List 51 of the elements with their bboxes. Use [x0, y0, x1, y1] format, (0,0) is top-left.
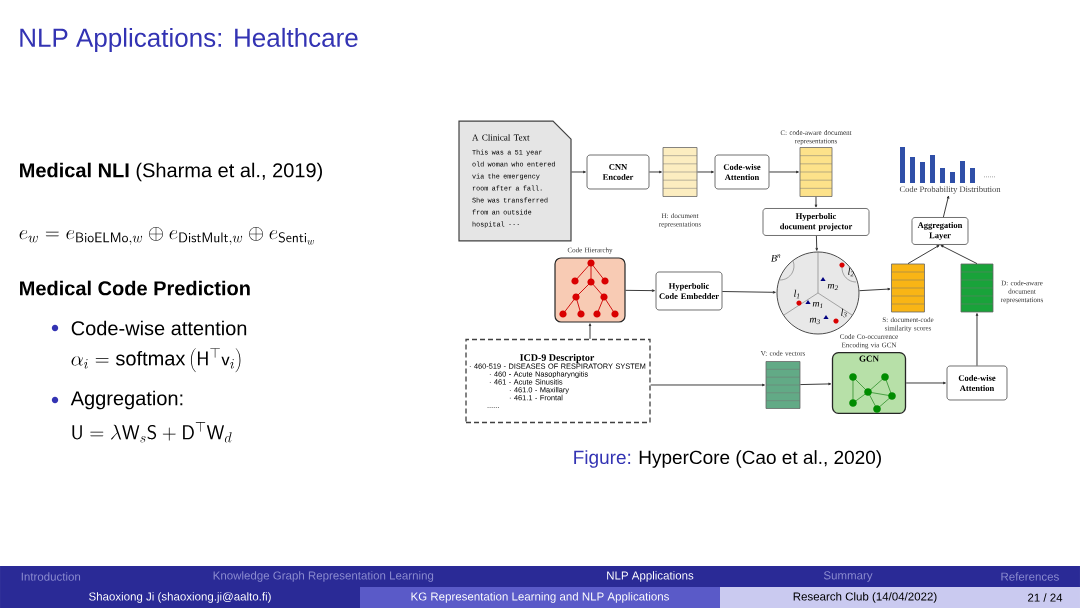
arrow [648, 170, 662, 174]
matrix-block [960, 263, 994, 313]
nav-item: Introduction [21, 572, 81, 581]
arrow [588, 323, 592, 340]
matrix-block [891, 263, 925, 313]
heading-text: Medical Code Prediction [20, 280, 250, 296]
bullet-text: Code-wise attention [71, 320, 247, 336]
formula: $\mathsf{U} = \lambda \mathsf{W}_s \mathsf{S} + \mathsf{D}^{\top} \mathsf{W}_d$ [72, 422, 232, 443]
heading-text: Medical NLI (Sharma et al., 2019) [20, 162, 322, 182]
footer-cell: 21 / 24 [1010, 587, 1080, 608]
poincare-ball: B$^{n}$ l$_{2}$ m$_{2}$ l$_{1}$ m$_{1}$ l$_{3}$ m$_{3}$ [771, 251, 860, 335]
arrow [858, 287, 891, 292]
arrow [799, 382, 832, 386]
embedder-box: Hyperbolic Code Embedder [655, 271, 723, 311]
nav-item: Knowledge Graph Representation Learning [213, 571, 434, 582]
arrow [907, 245, 940, 265]
figure-caption: HyperCore (Cao et al., 2020) [639, 450, 881, 468]
attention-box: Code-wise Attention [714, 154, 770, 190]
arrow [975, 313, 979, 367]
matrix-block [765, 361, 801, 409]
arrow [625, 289, 655, 292]
slide-title: NLP Applications: Healthcare [20, 27, 358, 53]
figure-label: Figure: [574, 450, 631, 468]
arrow [940, 245, 978, 265]
arrow [942, 195, 950, 218]
matrix-block [799, 147, 833, 197]
arrow [721, 291, 776, 294]
matrix-block [662, 147, 698, 197]
footer-cell: KG Representation Learning and NLP Applications [360, 587, 720, 608]
formula: $\alpha_i = \mathrm{softmax}\left(\mathsf{H}^{\top}\mathsf{v}_i\right)$ [71, 348, 241, 373]
arrow [905, 381, 946, 385]
code-hierarchy-box [554, 257, 626, 323]
arrow [815, 235, 818, 251]
nav-item: NLP Applications [607, 571, 694, 582]
arrow [814, 196, 818, 208]
aggregation-box: Aggregation Layer [911, 217, 969, 245]
arrow [650, 383, 765, 387]
node-label: B [771, 254, 777, 262]
nav-item: References [1001, 572, 1059, 581]
chart-caption: Code Probability Distribution [899, 186, 1001, 194]
encoder-box: CNN Encoder [586, 154, 650, 190]
gcn-box: GCN [831, 351, 907, 414]
footer-cell: Shaoxiong Ji (shaoxiong.ji@aalto.fi) [0, 587, 360, 608]
nav-item: Summary [823, 571, 873, 582]
formula: $e_w = e_{\mathsf{BioELMo},w} \oplus e_{\mathsf{DistMult},w} \oplus e_{\mathsf{Senti}_w}$ [19, 227, 314, 245]
arrow [696, 170, 714, 174]
arrow [571, 170, 586, 174]
projector-box: Hyperbolic document projector [762, 208, 870, 236]
bullet-text: Aggregation: [70, 390, 183, 410]
arrow [768, 170, 799, 174]
attention-box: Code-wise Attention [946, 365, 1008, 401]
